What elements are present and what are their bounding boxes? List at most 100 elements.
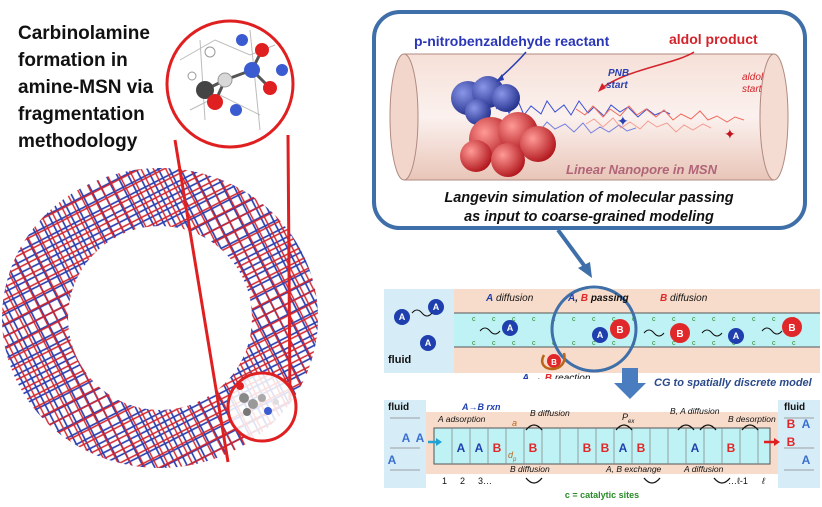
svg-text:A: A <box>457 441 466 455</box>
svg-text:c: c <box>752 340 756 347</box>
svg-text:B: B <box>529 441 538 455</box>
lattice-channel <box>433 427 771 465</box>
svg-text:1: 1 <box>442 476 447 486</box>
reactant-label: p-nitrobenzaldehyde reactant <box>414 33 610 49</box>
caption-line-1: Langevin simulation of molecular passing <box>444 190 733 206</box>
pnb-molecule <box>451 76 520 125</box>
aldol-trajectory <box>585 117 712 133</box>
svg-text:c: c <box>692 340 696 347</box>
nanopore-left-end <box>389 53 419 181</box>
svg-text:c: c <box>712 340 716 347</box>
catalytic-note: c = catalytic sites <box>565 490 639 500</box>
pnb-start-label: start <box>606 80 628 91</box>
svg-text:A: A <box>802 417 811 431</box>
svg-text:A: A <box>388 453 397 467</box>
svg-text:c: c <box>692 316 696 323</box>
svg-text:c: c <box>492 316 496 323</box>
svg-text:c: c <box>592 316 596 323</box>
left-title-line: amine-MSN via <box>18 77 154 98</box>
lattice-species: A A A A A B B B B A B A B B A B A <box>388 417 811 467</box>
zoom-line <box>286 134 292 401</box>
svg-text:c: c <box>472 316 476 323</box>
reaction-label: A → B reaction <box>521 373 591 379</box>
discrete-lattice: A A A A A B B B B A B A B B A B A <box>384 400 820 500</box>
svg-text:B: B <box>787 417 796 431</box>
svg-text:c: c <box>732 316 736 323</box>
langevin-simulation-panel: ✦ ✦ p-nitrobenzaldehyde reactant aldol p… <box>372 10 807 230</box>
svg-text:c: c <box>652 316 656 323</box>
reaction-loop-arrow <box>540 352 566 371</box>
left-title-line: Carbinolamine <box>18 23 150 44</box>
zoom-target-circle <box>226 371 298 443</box>
msn-structure-figure <box>0 19 340 490</box>
svg-text:c: c <box>532 340 536 347</box>
svg-text:A: A <box>691 441 700 455</box>
svg-text:c: c <box>612 340 616 347</box>
svg-text:B: B <box>787 435 796 449</box>
cg-arrow: CG to spatially discrete model <box>614 368 813 399</box>
ab-exchange-label: A, B exchange <box>605 464 662 474</box>
svg-text:B: B <box>551 358 557 367</box>
svg-text:c: c <box>652 340 656 347</box>
left-title-line: fragmentation <box>18 104 145 125</box>
product-label: aldol product <box>669 31 758 47</box>
svg-text:A: A <box>433 302 440 312</box>
lattice-cells <box>390 417 814 471</box>
svg-text:A: A <box>597 330 604 340</box>
svg-text:B: B <box>616 325 623 336</box>
aldol-trajectory <box>575 105 745 123</box>
passing-highlight-circle <box>550 285 638 373</box>
a-dim-label: a <box>512 418 517 428</box>
svg-text:B: B <box>637 441 646 455</box>
svg-text:B: B <box>676 329 683 340</box>
svg-text:c: c <box>712 316 716 323</box>
svg-text:A: A <box>402 431 411 445</box>
svg-text:B: B <box>727 441 736 455</box>
svg-text:B: B <box>601 441 610 455</box>
b-diffusion-label: B diffusion <box>660 293 708 304</box>
svg-text:c: c <box>512 316 516 323</box>
pnb-trajectory <box>495 100 671 118</box>
aldol-start-label: aldol <box>742 72 764 83</box>
shell-top <box>454 289 820 313</box>
svg-text:c: c <box>752 316 756 323</box>
svg-text:B: B <box>493 441 502 455</box>
svg-text:A: A <box>475 441 484 455</box>
svg-text:A: A <box>802 453 811 467</box>
b-desorption-label: B desorption <box>728 414 776 424</box>
left-title: Carbinolamine formation in amine-MSN via… <box>18 20 218 155</box>
left-title-line: formation in <box>18 50 128 71</box>
small-molecule-cluster <box>236 382 279 416</box>
inset-atoms <box>187 34 288 116</box>
product-pointer-arrow <box>600 51 695 90</box>
fluid-left-region <box>384 400 426 488</box>
pex-label: Pex <box>622 412 635 425</box>
svg-text:c: c <box>592 340 596 347</box>
cg-arrow-label: CG to spatially discrete model <box>654 377 813 389</box>
b-diffusion-bottom-label: B diffusion <box>510 464 550 474</box>
molecule-b: B B B B <box>547 317 802 368</box>
svg-text:A: A <box>416 431 425 445</box>
svg-text:c: c <box>572 316 576 323</box>
panel-connector <box>556 228 592 278</box>
svg-text:A: A <box>733 331 740 341</box>
ba-diffusion-label: B, A diffusion <box>670 406 720 416</box>
ab-passing-label: A, B passing <box>567 293 629 304</box>
svg-text:B: B <box>583 441 592 455</box>
svg-text:A: A <box>507 323 514 333</box>
aldol-start-label: start <box>742 84 763 95</box>
rxn-label: A→B rxn <box>461 402 501 412</box>
svg-text:c: c <box>772 316 776 323</box>
nanopore-simulation: ✦ ✦ p-nitrobenzaldehyde reactant aldol p… <box>389 31 789 225</box>
svg-text:c: c <box>672 316 676 323</box>
svg-text:…ℓ-1: …ℓ-1 <box>728 476 748 486</box>
svg-text:A: A <box>619 441 628 455</box>
a-diffusion-label: A diffusion <box>485 293 534 304</box>
fluid-right-label: fluid <box>784 402 805 413</box>
nanopore-right-end <box>759 53 789 181</box>
svg-text:2: 2 <box>460 476 465 486</box>
fluid-right-region <box>778 400 820 488</box>
left-title-line: methodology <box>18 131 138 152</box>
